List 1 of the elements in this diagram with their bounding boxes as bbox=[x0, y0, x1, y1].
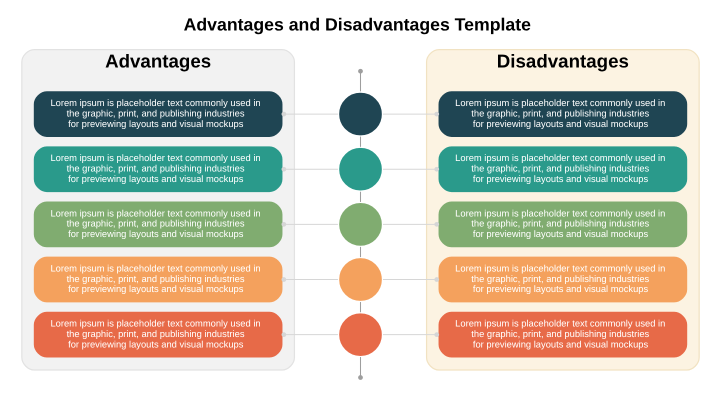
diagram-title: Advantages and Disadvantages Template bbox=[183, 14, 530, 34]
